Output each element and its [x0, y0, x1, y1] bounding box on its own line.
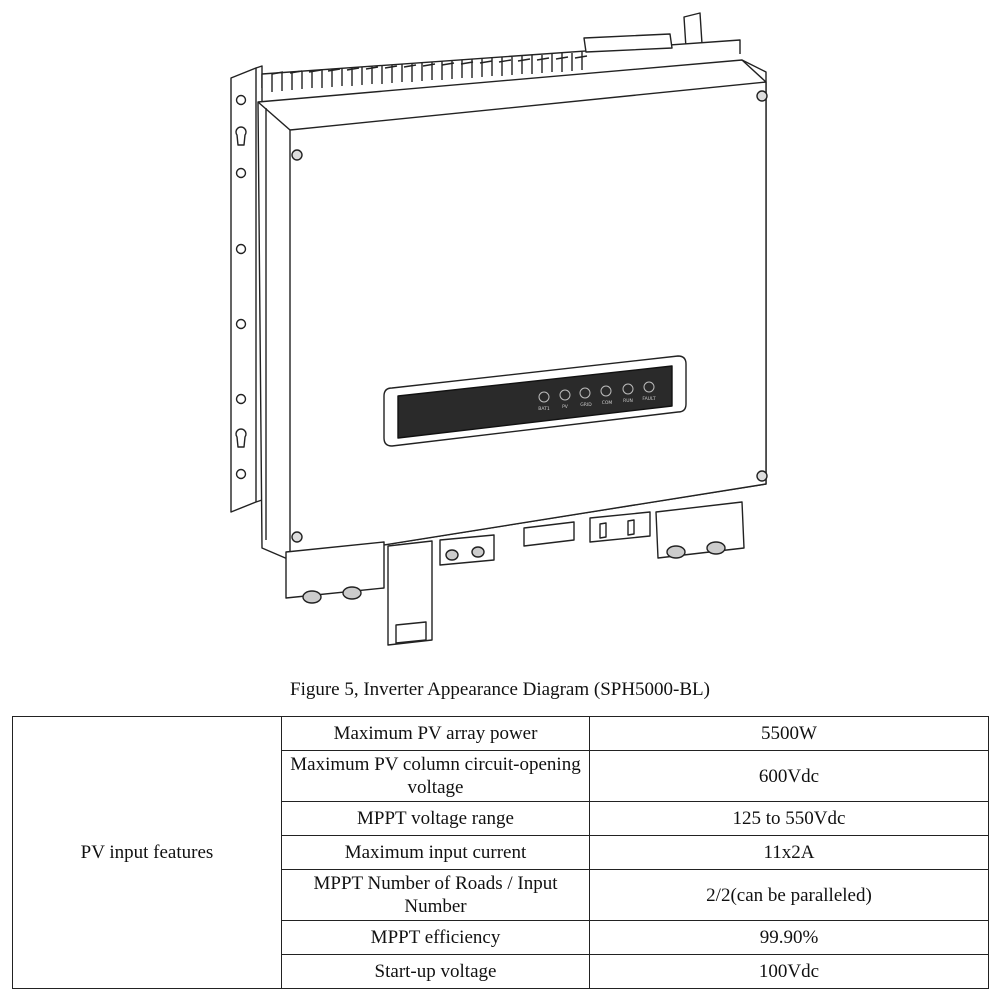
- heatsink-fins: [261, 33, 741, 92]
- table-row: Maximum input current 11x2A: [13, 835, 989, 870]
- pv-input-spec-table: PV input features Maximum PV array power…: [12, 716, 989, 989]
- indicator-label: BAT1: [538, 406, 550, 412]
- param-cell: MPPT efficiency: [281, 920, 590, 955]
- indicator-icons: [538, 381, 655, 403]
- indicator-label: PV: [562, 404, 569, 410]
- value-cell: 100Vdc: [589, 954, 989, 989]
- table-row: MPPT Number of Roads / Input Number 2/2(…: [13, 869, 989, 921]
- indicator-label: RUN: [623, 398, 633, 404]
- inverter-front-panel: [257, 59, 768, 561]
- param-cell: Maximum input current: [281, 835, 590, 870]
- param-cell: Maximum PV array power: [281, 716, 590, 751]
- indicator-label: COM: [602, 400, 613, 406]
- param-cell: Maximum PV column circuit-opening voltag…: [281, 750, 590, 802]
- param-cell: MPPT voltage range: [281, 801, 590, 836]
- param-cell: MPPT Number of Roads / Input Number: [281, 869, 590, 921]
- value-cell: 600Vdc: [589, 750, 989, 802]
- figure-caption: Figure 5, Inverter Appearance Diagram (S…: [290, 679, 710, 700]
- param-cell: Start-up voltage: [281, 954, 590, 989]
- mounting-bracket: [230, 65, 263, 513]
- table-row: MPPT voltage range 125 to 550Vdc: [13, 801, 989, 836]
- table-row: PV input features Maximum PV array power…: [12, 716, 989, 989]
- value-cell: 125 to 550Vdc: [589, 801, 989, 836]
- value-cell: 5500W: [589, 716, 989, 751]
- table-row: Start-up voltage 100Vdc: [13, 954, 989, 989]
- group-label-cell: PV input features: [12, 716, 282, 989]
- value-cell: 99.90%: [589, 920, 989, 955]
- inverter-appearance-diagram: BAT1 PV GRID COM RUN FAULT: [230, 12, 768, 646]
- value-cell: 11x2A: [589, 835, 989, 870]
- value-cell: 2/2(can be paralleled): [589, 869, 989, 921]
- display-panel: [383, 355, 687, 447]
- indicator-label: GRID: [580, 402, 592, 408]
- table-row: Maximum PV column circuit-opening voltag…: [13, 750, 989, 802]
- indicator-label: FAULT: [642, 396, 655, 402]
- bottom-connectors: [285, 501, 745, 646]
